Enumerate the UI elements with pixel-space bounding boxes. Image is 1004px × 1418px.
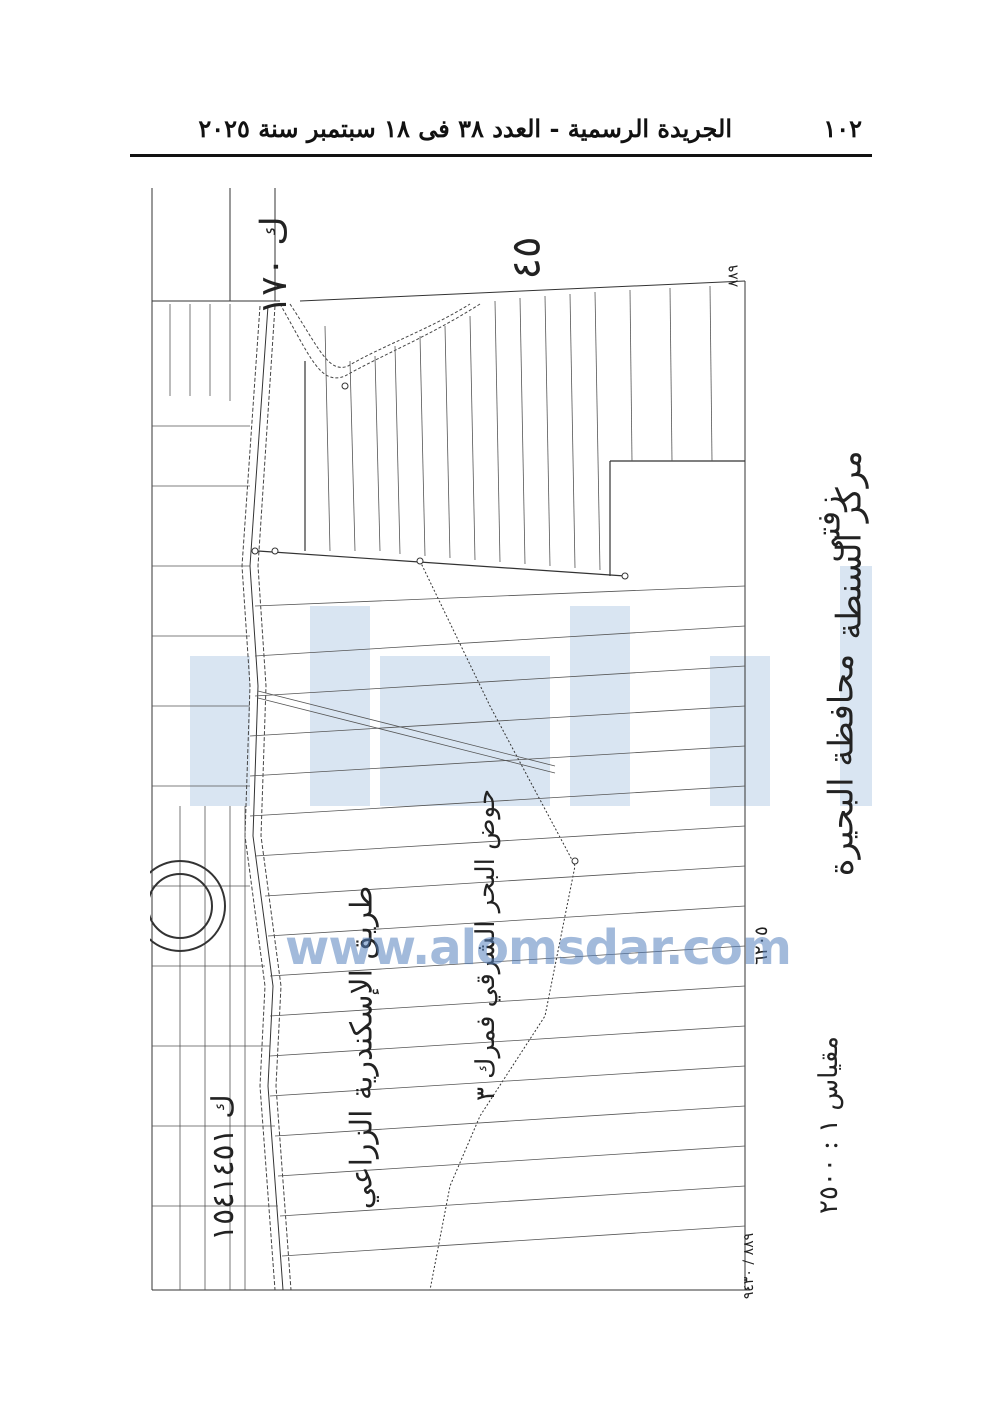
map-drawing (150, 188, 872, 1291)
cadastral-map (150, 186, 872, 1292)
handwritten-bottom: ك ١٥٤١٤٥١ (206, 1093, 242, 1242)
watermark-logo (190, 566, 872, 806)
coord-bottom: ٨٨٩ / ٩٤٣٠ (741, 1232, 758, 1300)
scale-label: مقياس ١ : ٢٥٠٠ (813, 1036, 844, 1214)
watermark-url: www.alomsdar.com (285, 920, 792, 976)
page-number: ١٠٢ (823, 114, 862, 143)
handwritten-side: ك ١٧٠ (254, 215, 296, 316)
header-title: الجريدة الرسمية - العدد ٣٨ فى ١٨ سبتمبر … (198, 114, 732, 143)
header-rule (130, 154, 872, 157)
governorate-label: محافظة البحيرة (821, 653, 862, 877)
handwritten-top: ٤٥ (503, 236, 550, 280)
coord-top: ٨٨٩ (725, 264, 742, 288)
page-header: ١٠٢ الجريدة الرسمية - العدد ٣٨ فى ١٨ سبت… (130, 108, 872, 154)
district-label: زفتى (809, 495, 848, 563)
